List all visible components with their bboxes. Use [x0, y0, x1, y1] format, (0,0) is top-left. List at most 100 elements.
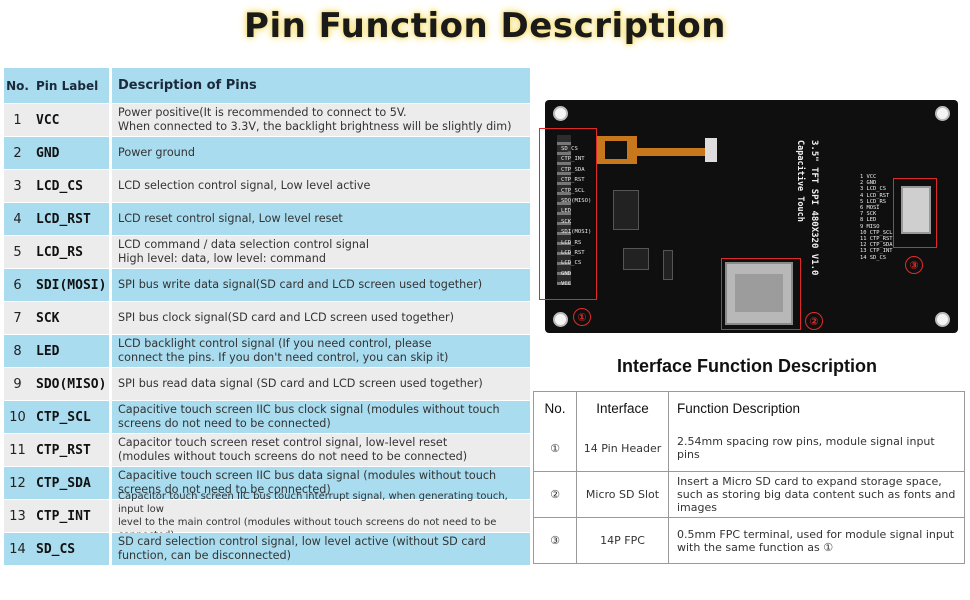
micro-sd-slot	[725, 262, 793, 325]
mounting-hole	[935, 106, 950, 121]
interface-description: 0.5mm FPC terminal, used for module sign…	[668, 518, 964, 563]
fpc-label: 4 LCD_RST	[860, 192, 890, 199]
pin-description: Capacitor touch screen reset control sig…	[112, 434, 530, 467]
silk-label: GND	[561, 270, 572, 277]
pin-number: 13	[4, 500, 31, 533]
silk-label: CTP_SDA	[561, 166, 585, 173]
fpc-label: 3 LCD_CS	[860, 186, 886, 193]
pin-description: SD card selection control signal, low le…	[112, 533, 530, 566]
pin-label: SDI(MOSI)	[31, 269, 109, 302]
pin-description-line: Capacitive touch screen IIC bus data sig…	[118, 469, 497, 482]
pin-description: SPI bus write data signal(SD card and LC…	[112, 269, 530, 302]
pin-description: Capacitive touch screen IIC bus clock si…	[112, 401, 530, 434]
interface-name: 14P FPC	[576, 518, 668, 563]
pin-description: Capacitive touch screen IIC bus data sig…	[112, 467, 530, 500]
pin-description-line: When connected to 3.3V, the backlight br…	[118, 120, 512, 133]
pin-label: CTP_SCL	[31, 401, 109, 434]
fpc-label: 8 LED	[860, 217, 877, 224]
pin-number: 12	[4, 467, 31, 500]
pin-description-line: Power positive(It is recommended to conn…	[118, 106, 407, 119]
pin-description-line: SD card selection control signal, low le…	[118, 535, 486, 548]
pin-header-highlight	[539, 128, 597, 300]
pin-label: LCD_RS	[31, 236, 109, 269]
pin-label: CTP_RST	[31, 434, 109, 467]
mounting-hole	[553, 312, 568, 327]
fpc-highlight	[893, 178, 937, 248]
mounting-hole	[553, 106, 568, 121]
fpc-label: 11 CTP_RST	[860, 236, 893, 243]
pin-label: CTP_SDA	[31, 467, 109, 500]
pin-label: GND	[31, 137, 109, 170]
pin-number: 4	[4, 203, 31, 236]
iface-header-description: Function Description	[668, 392, 964, 425]
pin-number: 11	[4, 434, 31, 467]
badge-2: ②	[805, 312, 823, 330]
silk-label: LED	[561, 208, 572, 215]
badge-3: ③	[905, 256, 923, 274]
silk-label: SD_CS	[561, 146, 578, 152]
fpc-label: 10 CTP_SCL	[860, 229, 893, 236]
header-pin-label: Pin Label	[31, 68, 109, 104]
fpc-label: 5 LCD_RS	[860, 198, 886, 205]
silk-label: SCK	[561, 218, 572, 225]
pin-description-line: screens do not need to be connected)	[118, 483, 331, 496]
pin-label: LCD_CS	[31, 170, 109, 203]
ic-chip	[623, 248, 649, 270]
silk-label: CTP_RST	[561, 177, 585, 184]
fpc-label: 13 CTP_INT	[860, 248, 893, 255]
interface-table-header: No. Interface Function Description	[534, 392, 964, 425]
pin-label: LED	[31, 335, 109, 368]
pin-number: 3	[4, 170, 31, 203]
pin-description: LCD reset control signal, Low level rese…	[112, 203, 530, 236]
pin-number: 1	[4, 104, 31, 137]
pin-label: LCD_RST	[31, 203, 109, 236]
pin-description-line: LCD selection control signal, Low level …	[118, 179, 371, 192]
silk-label: SDI(MOSI)	[561, 229, 592, 236]
silk-label: LCD_RST	[561, 250, 585, 257]
pin-description-line: function, can be disconnected)	[118, 549, 291, 562]
pin-label: SCK	[31, 302, 109, 335]
pin-description-line: screens do not need to be connected)	[118, 417, 331, 430]
resistor-array	[613, 190, 639, 230]
pin-label: SDO(MISO)	[31, 368, 109, 401]
interface-number: ③	[550, 534, 560, 547]
silk-label: SDO(MISO)	[561, 198, 592, 205]
iface-header-interface: Interface	[576, 392, 668, 425]
pin-description-line: SPI bus read data signal (SD card and LC…	[118, 377, 483, 390]
pin-description-line: High level: data, low level: command	[118, 252, 326, 265]
silk-label: LCD_CS	[561, 260, 582, 267]
fpc-label: 12 CTP_SDA	[860, 242, 893, 249]
pin-description: LCD command / data selection control sig…	[112, 236, 530, 269]
interface-number: ①	[550, 441, 560, 455]
header-no: No.	[4, 68, 31, 104]
fpc-label: 1 VCC	[860, 174, 877, 180]
pin-number: 7	[4, 302, 31, 335]
page-title: Pin Function Description	[244, 6, 726, 46]
fpc-label: 2 GND	[860, 180, 877, 187]
component	[663, 250, 673, 280]
pin-description-line: (modules without touch screens do not ne…	[118, 450, 468, 463]
header-description: Description of Pins	[112, 68, 530, 104]
pin-description: Power positive(It is recommended to conn…	[112, 104, 530, 137]
model-label: 3.5" TFT SPI 480X320 V1.0 Capacitive Tou…	[795, 140, 819, 275]
fpc-label: 6 MOSI	[860, 205, 880, 212]
pin-description: Power ground	[112, 137, 530, 170]
pin-description-line: Capacitor touch screen IIC bus touch int…	[118, 491, 508, 515]
pin-description-line: connect the pins. If you don't need cont…	[118, 351, 449, 364]
pin-table-header: No. Pin Label Description of Pins	[4, 68, 530, 104]
pin-number: 14	[4, 533, 31, 566]
pin-description-line: Capacitive touch screen IIC bus clock si…	[118, 403, 500, 416]
pin-description: Capacitor touch screen IIC bus touch int…	[112, 491, 530, 541]
pin-number: 6	[4, 269, 31, 302]
